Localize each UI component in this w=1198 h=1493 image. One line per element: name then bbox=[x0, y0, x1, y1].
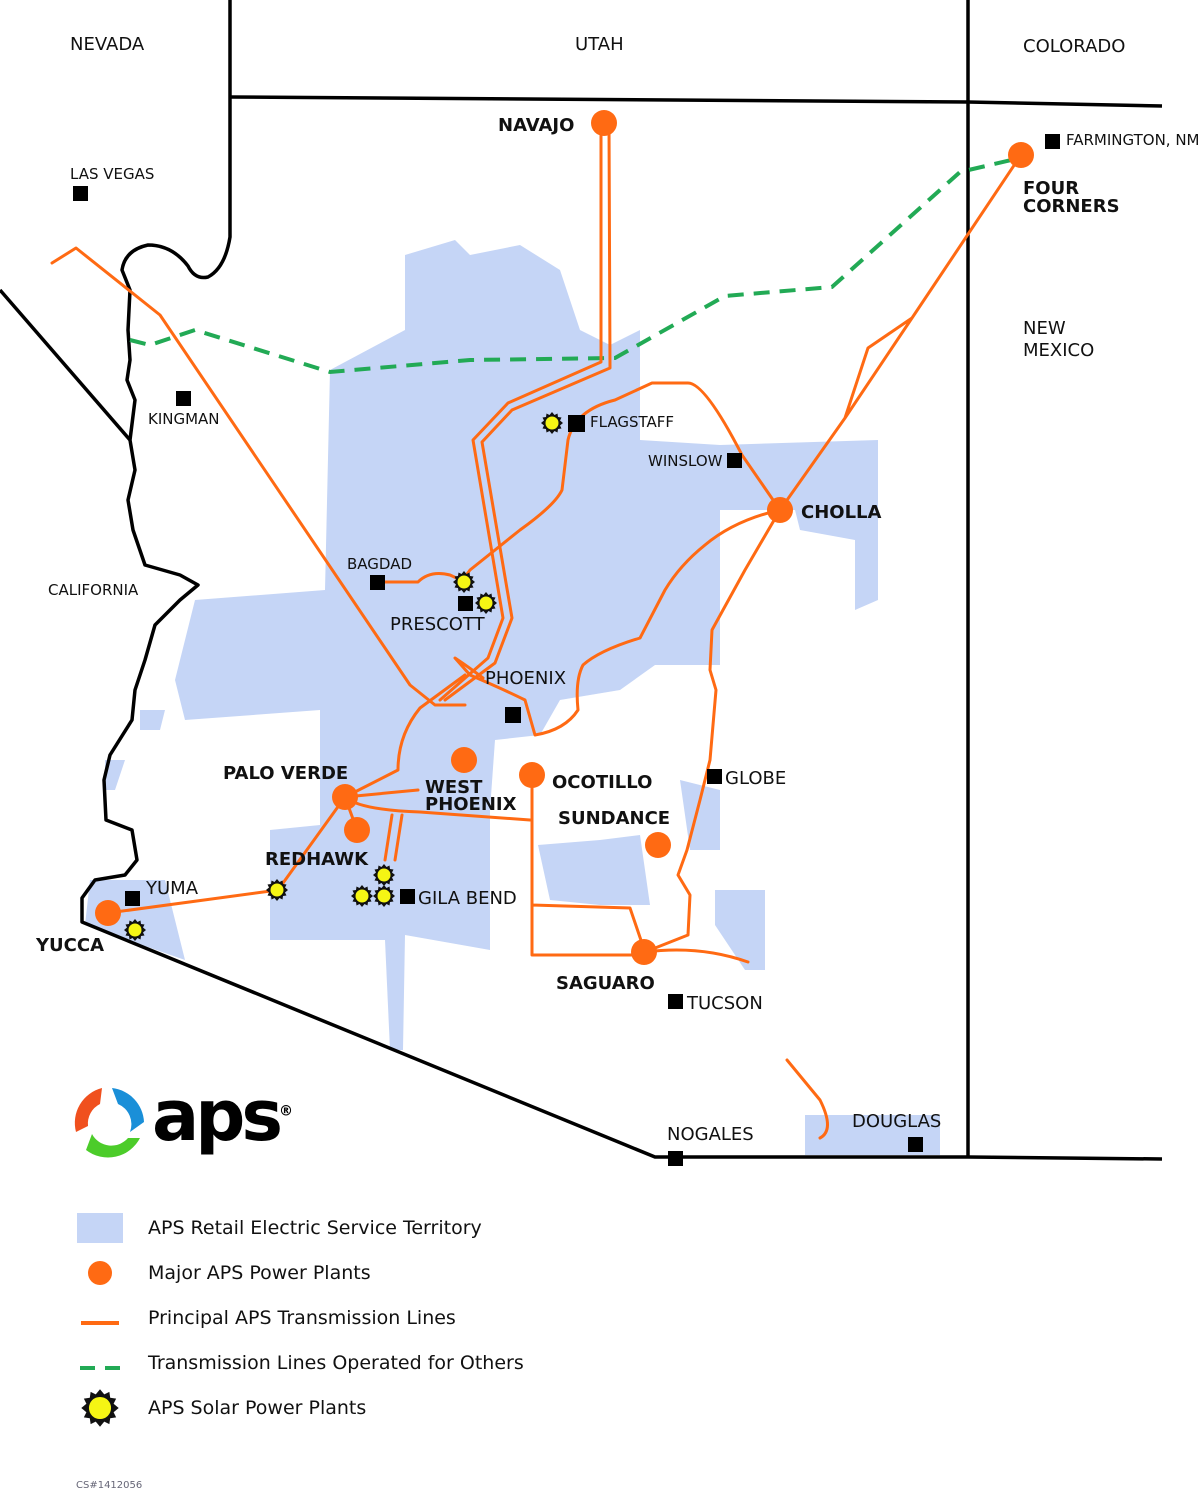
dashed-line-icon bbox=[80, 1365, 120, 1370]
plant-yucca-marker[interactable] bbox=[95, 900, 121, 926]
city-marker[interactable] bbox=[908, 1137, 923, 1152]
city-label-farmington: FARMINGTON, NM bbox=[1066, 131, 1198, 149]
state-label-colorado: COLORADO bbox=[1023, 36, 1125, 57]
city-label-globe: GLOBE bbox=[725, 768, 786, 789]
legend-label: Major APS Power Plants bbox=[148, 1261, 371, 1284]
city-marker[interactable] bbox=[568, 415, 585, 432]
plant-label-navajo: NAVAJO bbox=[498, 115, 574, 136]
state-label-california: CALIFORNIA bbox=[48, 581, 139, 599]
catalog-number: CS#1412056 bbox=[76, 1480, 143, 1491]
map-legend: APS Retail Electric Service Territory Ma… bbox=[75, 1205, 524, 1430]
aps-logo-mark bbox=[74, 1088, 144, 1158]
plant-west-phoenix-marker[interactable] bbox=[451, 747, 477, 773]
city-label-douglas: DOUGLAS bbox=[852, 1111, 941, 1132]
legend-label: APS Solar Power Plants bbox=[148, 1396, 367, 1419]
state-label-new-mexico: NEW bbox=[1023, 318, 1066, 339]
city-marker[interactable] bbox=[668, 994, 683, 1009]
city-label-nogales: NOGALES bbox=[667, 1124, 754, 1145]
city-marker[interactable] bbox=[707, 769, 722, 784]
service-territory bbox=[85, 240, 940, 1155]
plant-palo-verde-marker[interactable] bbox=[332, 784, 358, 810]
city-marker[interactable] bbox=[505, 707, 521, 723]
plant-label-palo-verde: PALO VERDE bbox=[223, 763, 348, 784]
city-label-tucson: TUCSON bbox=[686, 993, 763, 1014]
aps-logo: aps® bbox=[152, 1075, 293, 1157]
city-marker[interactable] bbox=[400, 889, 415, 904]
plant-four-corners-marker[interactable] bbox=[1008, 142, 1034, 168]
legend-item-territory: APS Retail Electric Service Territory bbox=[75, 1205, 524, 1250]
plant-label-sundance: SUNDANCE bbox=[558, 808, 670, 829]
legend-label: APS Retail Electric Service Territory bbox=[148, 1216, 482, 1239]
state-label-nevada: NEVADA bbox=[70, 34, 145, 55]
city-label-kingman: KINGMAN bbox=[148, 410, 220, 428]
state-label-utah: UTAH bbox=[575, 34, 624, 55]
solar-icon bbox=[81, 1388, 119, 1427]
plant-label-west-phoenix: PHOENIX bbox=[425, 794, 517, 815]
city-label-gila-bend: GILA BEND bbox=[418, 888, 517, 909]
state-borders bbox=[0, 0, 1163, 1161]
city-label-prescott: PRESCOTT bbox=[390, 614, 486, 635]
city-label-winslow: WINSLOW bbox=[648, 452, 723, 470]
plant-label-ocotillo: OCOTILLO bbox=[552, 772, 652, 793]
plant-label-cholla: CHOLLA bbox=[801, 502, 882, 523]
city-marker[interactable] bbox=[125, 891, 140, 906]
plant-sundance-marker[interactable] bbox=[645, 832, 671, 858]
logo-wordmark: aps bbox=[152, 1075, 283, 1157]
power-plant-icon bbox=[88, 1260, 112, 1285]
legend-item-transmission: Principal APS Transmission Lines bbox=[75, 1295, 524, 1340]
city-markers bbox=[73, 134, 1060, 1166]
territory-swatch-icon bbox=[77, 1212, 123, 1243]
plant-ocotillo-marker[interactable] bbox=[519, 762, 545, 788]
plant-label-saguaro: SAGUARO bbox=[556, 973, 655, 994]
plant-saguaro-marker[interactable] bbox=[631, 939, 657, 965]
city-marker[interactable] bbox=[370, 575, 385, 590]
plant-label-yucca: YUCCA bbox=[35, 935, 104, 956]
legend-item-power-plants: Major APS Power Plants bbox=[75, 1250, 524, 1295]
plant-label-four-corners: CORNERS bbox=[1023, 196, 1120, 217]
plant-redhawk-marker[interactable] bbox=[344, 817, 370, 843]
legend-item-solar: APS Solar Power Plants bbox=[75, 1385, 524, 1430]
registered-mark: ® bbox=[279, 1103, 294, 1120]
city-label-bagdad: BAGDAD bbox=[347, 555, 412, 573]
city-marker[interactable] bbox=[1045, 134, 1060, 149]
city-marker[interactable] bbox=[727, 453, 742, 468]
plant-label-four-corners: FOUR bbox=[1023, 178, 1079, 199]
plant-cholla-marker[interactable] bbox=[767, 497, 793, 523]
state-label-new-mexico: MEXICO bbox=[1023, 340, 1094, 361]
transmission-line-others bbox=[129, 156, 1021, 375]
legend-label: Principal APS Transmission Lines bbox=[148, 1306, 456, 1329]
aps-transmission-lines bbox=[50, 121, 1023, 1140]
transmission-line-icon bbox=[81, 1320, 119, 1325]
legend-item-others: Transmission Lines Operated for Others bbox=[75, 1340, 524, 1385]
city-marker[interactable] bbox=[176, 391, 191, 406]
plant-navajo-marker[interactable] bbox=[591, 110, 617, 136]
city-label-las-vegas: LAS VEGAS bbox=[70, 165, 154, 183]
city-label-phoenix: PHOENIX bbox=[485, 668, 566, 689]
city-marker[interactable] bbox=[458, 596, 473, 611]
city-label-yuma: YUMA bbox=[145, 878, 199, 899]
plant-label-redhawk: REDHAWK bbox=[265, 849, 369, 870]
plant-label-west-phoenix: WEST bbox=[425, 777, 483, 798]
city-label-flagstaff: FLAGSTAFF bbox=[590, 413, 674, 431]
city-marker[interactable] bbox=[668, 1151, 683, 1166]
legend-label: Transmission Lines Operated for Others bbox=[148, 1351, 524, 1374]
city-marker[interactable] bbox=[73, 186, 88, 201]
